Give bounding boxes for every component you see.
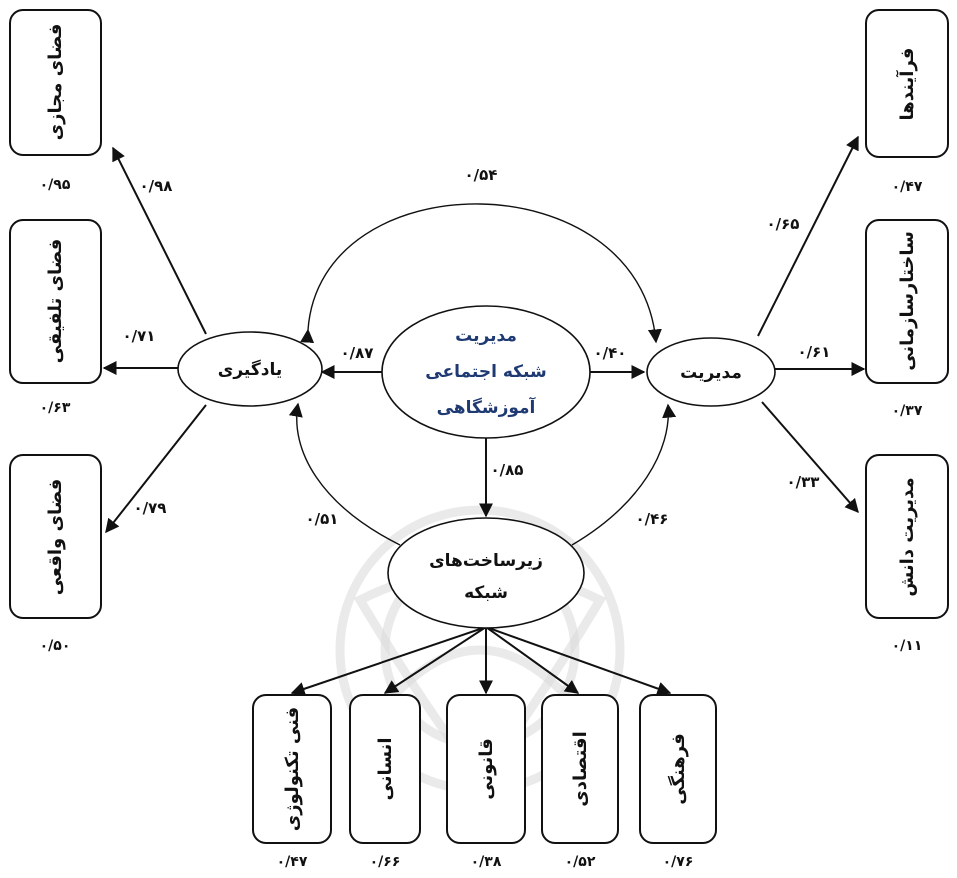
center-label-line-2: شبکه اجتماعی — [425, 362, 546, 382]
error-virtual-space: ۰/۹۵ — [40, 177, 71, 193]
error-legal: ۰/۳۸ — [471, 854, 502, 870]
error-knowledge-mgmt: ۰/۱۱ — [892, 638, 923, 654]
coef-learning-virtual: ۰/۹۸ — [140, 177, 173, 195]
coef-learning-blended: ۰/۷۱ — [123, 327, 156, 345]
error-processes: ۰/۴۷ — [892, 179, 923, 195]
node-management-label: مدیریت — [680, 363, 742, 383]
error-real-space: ۰/۵۰ — [40, 638, 71, 654]
node-infrastructure: زیرساخت‌های شبکه — [387, 517, 585, 629]
node-learning-label: یادگیری — [218, 359, 282, 380]
error-blended-space: ۰/۶۳ — [40, 400, 71, 416]
box-cultural: فرهنگی — [639, 694, 717, 844]
node-center: مدیریت شبکه اجتماعی آموزشگاهی — [381, 305, 591, 439]
edge-infra-human — [383, 626, 487, 694]
edge-learning-real — [105, 404, 207, 534]
box-processes-label: فرآیندها — [895, 48, 918, 121]
node-infrastructure-label-line-1: زیرساخت‌های — [429, 551, 543, 571]
node-management: مدیریت — [646, 337, 776, 407]
arc-learning-management — [300, 203, 662, 344]
box-legal: قانونی — [446, 694, 526, 844]
box-virtual-space-label: فضای مجازی — [45, 24, 66, 141]
coef-center-learning: ۰/۸۷ — [341, 344, 374, 362]
box-technical: فنی تکنولوژی — [252, 694, 332, 844]
error-technical: ۰/۴۷ — [277, 854, 308, 870]
error-economic: ۰/۵۲ — [565, 854, 596, 870]
box-blended-space-label: فضای تلفیقی — [45, 239, 66, 364]
edge-infra-cultural — [485, 626, 672, 696]
coef-center-management: ۰/۴۰ — [594, 344, 627, 362]
box-legal-label: قانونی — [476, 738, 497, 800]
error-human: ۰/۶۶ — [370, 854, 401, 870]
box-knowledge-mgmt-label: مدیریت دانش — [897, 477, 918, 596]
edge-management-processes — [757, 135, 859, 337]
edge-infra-technical — [290, 626, 487, 696]
box-cultural-label: فرهنگی — [667, 733, 689, 805]
box-technical-label: فنی تکنولوژی — [282, 707, 303, 831]
coef-infra-management: ۰/۴۶ — [636, 510, 669, 528]
edge-infra-economic — [485, 626, 580, 694]
center-label-line-1: مدیریت — [455, 326, 517, 346]
coef-learning-real: ۰/۷۹ — [134, 499, 167, 517]
edge-learning-virtual — [112, 146, 207, 335]
coef-management-arc: ۰/۵۴ — [465, 166, 498, 184]
box-economic-label: اقتصادی — [570, 731, 591, 807]
node-learning: یادگیری — [177, 331, 323, 407]
box-knowledge-mgmt: مدیریت دانش — [865, 454, 949, 619]
box-economic: اقتصادی — [541, 694, 619, 844]
box-real-space: فضای واقعی — [9, 454, 102, 619]
box-real-space-label: فضای واقعی — [45, 479, 66, 596]
error-cultural: ۰/۷۶ — [663, 854, 694, 870]
error-org-structure: ۰/۳۷ — [892, 403, 923, 419]
coef-management-structure: ۰/۶۱ — [798, 343, 831, 361]
arc-infra-to-management — [571, 403, 677, 546]
box-processes: فرآیندها — [865, 9, 949, 158]
box-org-structure: ساختارسازمانی — [865, 219, 949, 384]
coef-management-knowledge: ۰/۳۳ — [787, 473, 820, 491]
box-human: انسانی — [349, 694, 421, 844]
box-human-label: انسانی — [375, 738, 396, 801]
coef-infra-learning: ۰/۵۱ — [306, 510, 339, 528]
center-label-line-3: آموزشگاهی — [437, 396, 537, 418]
edge-management-knowledge — [761, 401, 859, 514]
box-org-structure-label: ساختارسازمانی — [897, 231, 918, 371]
box-virtual-space: فضای مجازی — [9, 9, 102, 156]
box-blended-space: فضای تلفیقی — [9, 219, 102, 384]
arc-infra-to-learning — [288, 402, 401, 546]
coef-management-processes: ۰/۶۵ — [767, 215, 800, 233]
node-infrastructure-label-line-2: شبکه — [464, 583, 508, 603]
coef-center-infrastructure: ۰/۸۵ — [491, 461, 524, 479]
